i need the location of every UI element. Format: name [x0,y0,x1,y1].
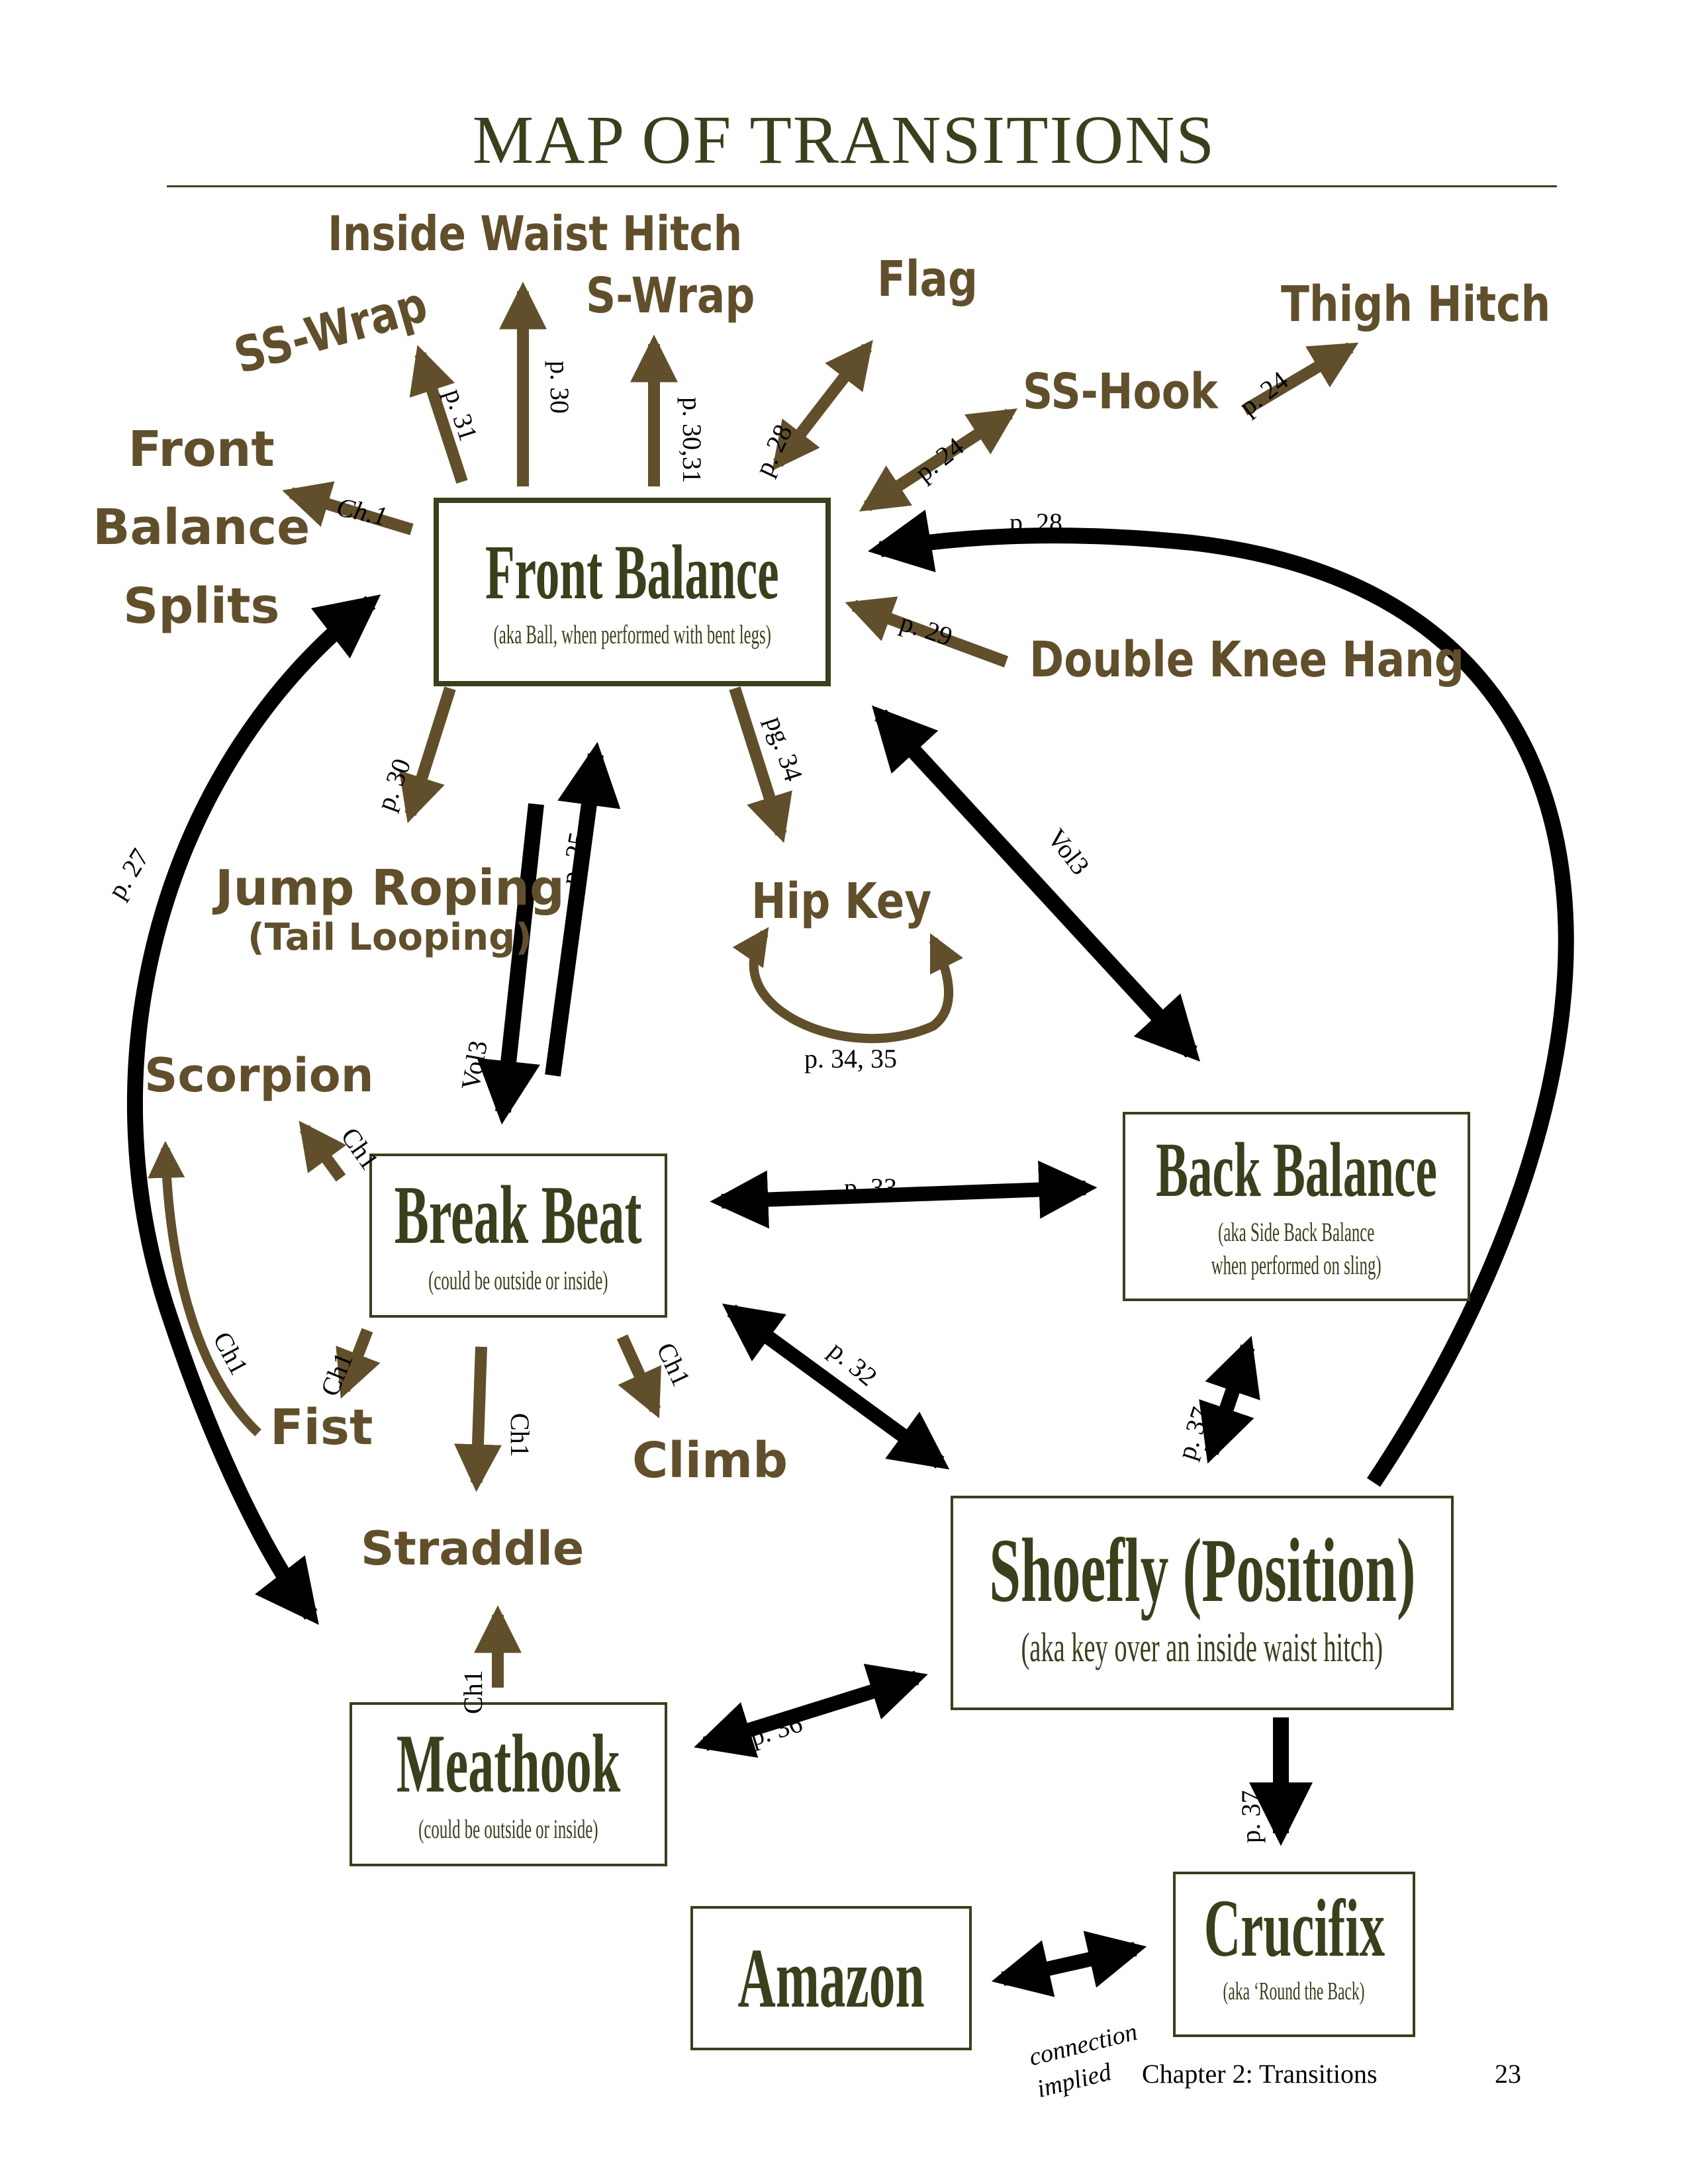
edge-label: p. 30,31 [677,397,707,483]
move-scorpion[interactable]: Scorpion [144,1048,374,1103]
move-front-balance-splits[interactable]: Front Balance Splits [93,410,310,645]
arrow-fb-to-bb [477,803,544,1125]
position-amazon[interactable]: Amazon [690,1906,972,2050]
position-name: Shoefly (Position) [988,1520,1416,1621]
arrow-amazon-crucifix [991,1931,1147,1997]
edge-label: p. 34, 35 [804,1044,897,1073]
arrow-fb-to-jump-roping [399,686,456,823]
arrow-hip-key-loop [732,927,964,1044]
position-name: Amazon [737,1931,925,2025]
move-straddle[interactable]: Straddle [361,1522,585,1576]
page-title: MAP OF TRANSITIONS [472,102,1216,178]
edge-label: p. 37 [1236,1790,1266,1843]
edge-label: p. 28 [1009,508,1062,537]
position-aka: (aka Ball, when performed with bent legs… [493,619,771,649]
arrow-bb-to-fb [545,741,621,1077]
position-meathook[interactable]: Meathook (could be outside or inside) [350,1702,667,1866]
position-shoefly[interactable]: Shoefly (Position) (aka key over an insi… [951,1496,1454,1710]
footer-page-number: 23 [1495,2059,1521,2089]
position-name: Break Beat [395,1169,642,1261]
position-front-balance[interactable]: Front Balance (aka Ball, when performed … [434,498,831,686]
arrow-fb-to-splits [282,481,414,535]
arrow-bb-to-straddle [453,1346,502,1492]
position-name: Front Balance [485,528,779,615]
move-line: Front [128,421,275,478]
arrow-fb-meathook [126,594,381,1625]
arrow-break-shoefly [722,1303,950,1470]
move-name: Jump Roping [215,860,565,917]
edge-label: p. 33 [844,1173,897,1203]
position-name: Meathook [396,1718,621,1810]
position-break-beat[interactable]: Break Beat (could be outside or inside) [369,1154,667,1318]
move-line: Balance [93,499,310,557]
arrow-ss-hook-to-thigh-hitch [1241,342,1359,416]
arrow-fb-to-hip-key [729,686,792,843]
arrow-bb-to-scorpion [299,1120,347,1182]
edge-label: Ch1 [505,1413,535,1457]
position-aka: (aka Side Back Balance when performed on… [1211,1216,1382,1282]
position-back-balance[interactable]: Back Balance (aka Side Back Balance when… [1123,1112,1470,1301]
position-name: Back Balance [1156,1126,1437,1213]
arrow-dkh-to-fb [845,596,1009,668]
arrow-fb-ss-hook [859,408,1018,512]
position-aka-line2: when performed on sling) [1211,1250,1382,1280]
move-double-knee-hang[interactable]: Double Knee Hang [1029,631,1464,688]
position-crucifix[interactable]: Crucifix (aka ‘Round the Back) [1173,1872,1415,2037]
move-inside-waist-hitch[interactable]: Inside Waist Hitch [328,206,743,261]
move-flag[interactable]: Flag [877,251,978,308]
move-s-wrap[interactable]: S-Wrap [586,267,755,324]
position-aka: (aka ‘Round the Back) [1223,1978,1365,2005]
move-subtitle: (Tail Looping) [248,916,532,960]
arrow-fb-to-ss-wrap [409,345,468,484]
move-jump-roping[interactable]: Jump Roping (Tail Looping) [215,860,565,959]
move-hip-key[interactable]: Hip Key [751,873,932,930]
move-ss-hook[interactable]: SS-Hook [1023,363,1218,420]
arrow-back-shoefly [1199,1336,1260,1464]
footer-chapter: Chapter 2: Transitions [1142,2059,1378,2089]
position-aka: (aka key over an inside waist hitch) [1021,1625,1383,1670]
arrow-meathook-shoefly [694,1664,928,1758]
arrow-break-back-balance [710,1160,1098,1229]
position-aka: (could be outside or inside) [418,1814,598,1844]
arrow-fb-back-balance [871,705,1201,1062]
arrow-fb-flag [772,340,873,471]
move-fist[interactable]: Fist [270,1399,373,1456]
position-name: Crucifix [1203,1883,1385,1974]
arrow-shoefly-to-fb [868,510,1574,1487]
edge-label: p. 30 [545,361,575,414]
move-line: Splits [122,577,280,635]
position-aka-line1: (aka Side Back Balance [1218,1217,1375,1247]
position-aka: (could be outside or inside) [428,1265,608,1295]
edge-label: Ch1 [458,1670,488,1714]
arrow-bb-to-climb [616,1334,661,1419]
title-divider [167,185,1557,187]
move-thigh-hitch[interactable]: Thigh Hitch [1281,276,1551,333]
move-climb[interactable]: Climb [632,1432,788,1489]
arrow-fist-to-scorpion [148,1140,261,1437]
